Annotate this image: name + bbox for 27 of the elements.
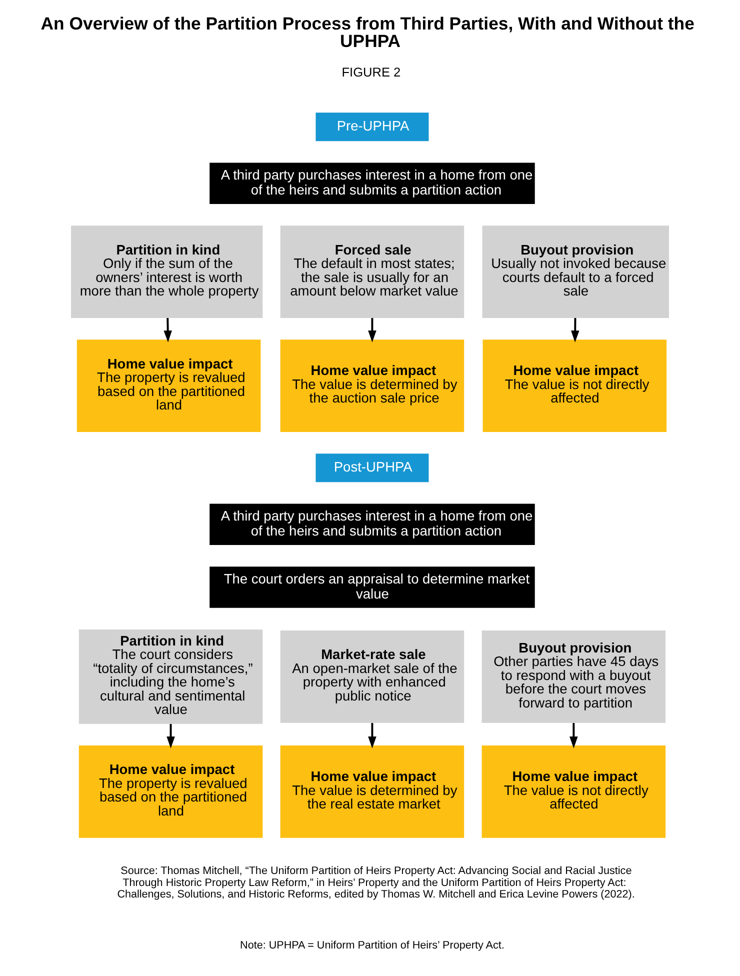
- node-box: Home value impact The value is determined by the real estate market: [280, 745, 464, 838]
- arrow: [368, 722, 376, 748]
- node-box: Buyout provision Usually not invoked because courts default to a forced sale: [482, 226, 669, 318]
- node-box: Market-rate sale An open-market sale of the property with enhanced public notice: [280, 630, 464, 723]
- arrow: [166, 724, 175, 748]
- node-box: A third party purchases interest in a home from one of the heirs and submits a partition action: [210, 504, 535, 545]
- node-box: The court orders an appraisal to determine market value: [210, 566, 535, 608]
- label: Note: UPHPA = Uniform Partition of Heirs’ Property Act.: [240, 940, 504, 952]
- node-box: Home value impact The property is revalued based on the partitioned land: [78, 745, 263, 838]
- diagram-title: An Overview of the Partition Process from Third Parties, With and Without the UPHPA: [40, 13, 694, 52]
- node-box: A third party purchases interest in a home from one of the heirs and submits a partition action: [210, 162, 535, 204]
- node-box: Home value impact The property is revalued based on the partitioned land: [76, 340, 261, 432]
- node-box: Home value impact The value is not directly affected: [482, 340, 667, 432]
- node-box: Partition in kind The court considers “totality of circumstances,” including the home’s cultural and sentimental value: [78, 630, 263, 724]
- node-box: Home value impact The value is determined by the auction sale price: [280, 340, 464, 432]
- node-box: Home value impact The value is not directly affected: [482, 745, 666, 838]
- node-box: Pre-UPHPA: [316, 112, 429, 142]
- arrow: [164, 318, 172, 342]
- node-box: Post-UPHPA: [316, 454, 429, 482]
- label: Source: Thomas Mitchell, “The Uniform Partition of Heirs Property Act: Advancing Social and Racial Justice Through Historic Property Law Reform,” in Heirs’ Property and the Uniform Partition of Heirs Property Act: Challenges, Solutions, and Historic Reforms, edited by Thomas W. Mitchell and Erica Levine Powers (2022).: [117, 865, 635, 901]
- node-box: Forced sale The default in most states; the sale is usually for an amount below market value: [280, 226, 464, 318]
- node-box: Buyout provision Other parties have 45 days to respond with a buyout before the court moves forward to partition: [482, 630, 666, 723]
- node-box: Partition in kind Only if the sum of the owners’ interest is worth more than the whole property: [71, 226, 263, 318]
- arrow: [368, 318, 376, 342]
- arrow: [570, 722, 578, 748]
- label: FIGURE 2: [342, 64, 401, 80]
- arrow: [571, 318, 580, 342]
